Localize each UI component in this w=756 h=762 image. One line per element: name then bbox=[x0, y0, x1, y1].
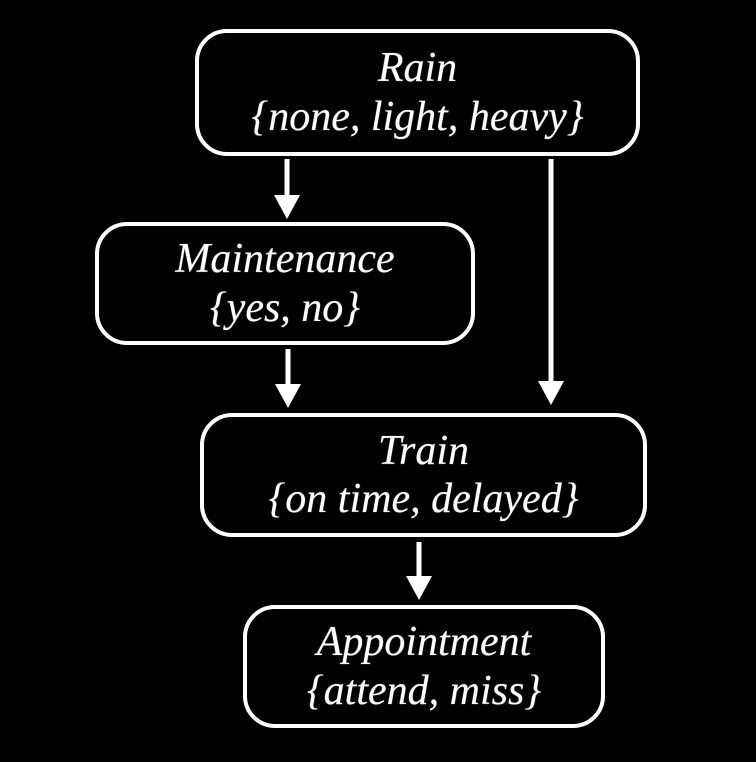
node-maintenance-label: Maintenance bbox=[175, 236, 395, 283]
node-train-values: {on time, delayed} bbox=[268, 476, 579, 522]
node-train-label: Train bbox=[377, 427, 470, 474]
edge-maintenance-to-train bbox=[275, 349, 301, 408]
edge-rain-to-maintenance bbox=[274, 159, 300, 219]
node-appointment-values: {attend, miss} bbox=[306, 667, 542, 714]
node-rain-label: Rain bbox=[377, 45, 458, 92]
node-rain-values: {none, light, heavy} bbox=[251, 93, 584, 140]
node-rain: Rain {none, light, heavy} bbox=[195, 29, 640, 156]
node-maintenance: Maintenance {yes, no} bbox=[95, 222, 475, 345]
node-appointment: Appointment {attend, miss} bbox=[243, 605, 605, 728]
node-maintenance-values: {yes, no} bbox=[209, 284, 361, 331]
edge-train-to-appointment bbox=[406, 542, 432, 600]
node-train: Train {on time, delayed} bbox=[200, 413, 647, 537]
node-appointment-label: Appointment bbox=[316, 619, 532, 666]
edge-rain-to-train bbox=[538, 159, 564, 405]
